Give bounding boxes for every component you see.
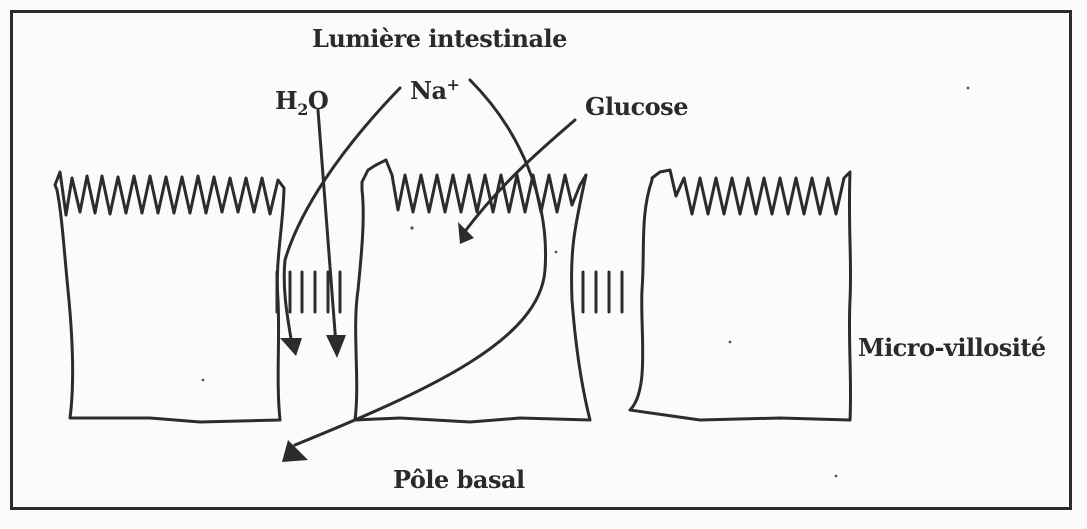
- sodium-charge: +: [447, 75, 460, 94]
- microvillus-label: Micro-villosité: [858, 333, 1046, 362]
- tight-junction-right: [583, 272, 622, 312]
- basal-pole-label: Pôle basal: [393, 465, 525, 494]
- intestinal-lumen-label: Lumière intestinale: [312, 24, 567, 53]
- glucose-arrow: [466, 120, 575, 230]
- cell-middle: [355, 160, 590, 422]
- cell-left: [55, 172, 284, 422]
- water-o: O: [308, 86, 328, 115]
- glucose-arrowhead: [458, 222, 474, 244]
- water-subscript: 2: [297, 100, 308, 119]
- cell-right: [630, 170, 851, 420]
- sodium-label: Na+: [410, 76, 459, 105]
- water-h: H: [275, 86, 297, 115]
- na-arrow-long: [295, 80, 546, 445]
- sodium-symbol: Na: [410, 76, 447, 105]
- water-label: H2O: [275, 86, 328, 115]
- h2o-arrowhead: [326, 335, 346, 358]
- na-arrowhead-left: [280, 338, 302, 356]
- glucose-label: Glucose: [585, 92, 688, 121]
- na-arrowhead-long: [282, 440, 308, 462]
